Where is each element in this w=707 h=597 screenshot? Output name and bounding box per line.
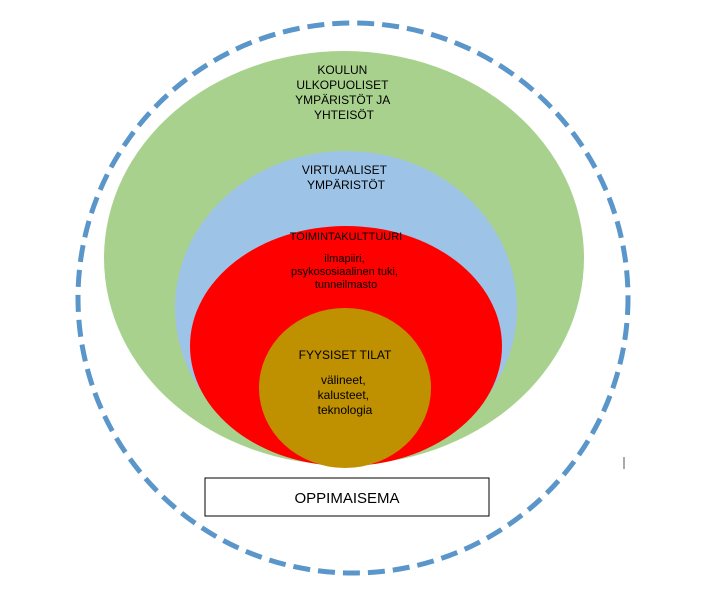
virtual-label-line: VIRTUAALISET	[302, 163, 388, 177]
physical-spaces-details: välineet, kalusteet, teknologia	[318, 373, 373, 417]
oppimaisema-box	[204, 477, 490, 517]
physical-detail-line: teknologia	[318, 403, 373, 417]
operating-culture-details: ilmapiiri, psykososiaalinen tuki, tunnei…	[291, 253, 401, 291]
virtual-label-line: YMPÄRISTÖT	[307, 178, 386, 192]
operating-culture-title: TOIMINTAKULTTUURI	[290, 231, 402, 243]
culture-detail-line: ilmapiiri,	[324, 253, 364, 265]
physical-spaces-title: FYYSISET TILAT	[299, 348, 392, 362]
physical-detail-line: kalusteet,	[318, 388, 369, 402]
oppimaisema-label: OPPIMAISEMA	[294, 490, 399, 507]
physical-detail-line: välineet,	[321, 373, 366, 387]
outer-environments-label: KOULUN ULKOPUOLISET YMPÄRISTÖT JA YHTEIS…	[295, 63, 393, 122]
dashed-boundary-ring	[75, 20, 631, 576]
physical-spaces-circle	[259, 308, 431, 468]
outer-label-line: YMPÄRISTÖT JA	[295, 93, 390, 107]
virtual-environments-label: VIRTUAALISET YMPÄRISTÖT	[302, 163, 390, 192]
outer-label-line: YHTEISÖT	[314, 108, 375, 122]
outer-label-line: KOULUN	[317, 63, 367, 77]
outer-label-line: ULKOPUOLISET	[296, 78, 389, 92]
culture-detail-line: tunneilmasto	[315, 279, 377, 291]
culture-detail-line: psykososiaalinen tuki,	[291, 266, 398, 278]
